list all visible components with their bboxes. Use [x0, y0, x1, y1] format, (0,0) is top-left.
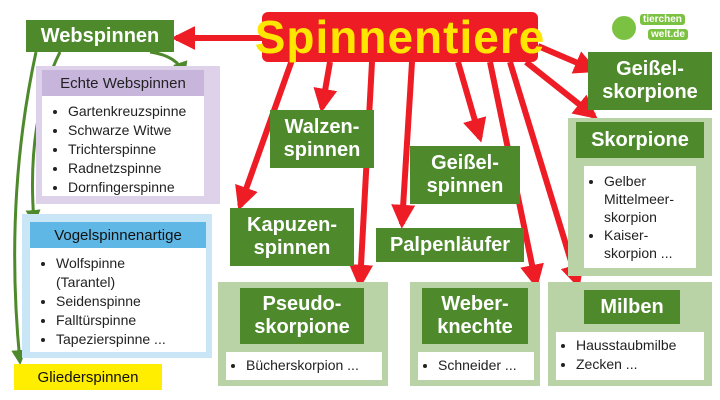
node-palpenlaeufer-label: Palpenläufer — [389, 233, 511, 256]
list-item: Gartenkreuzspinne — [68, 102, 198, 121]
node-walzenspinnen: Walzen- spinnen — [270, 110, 374, 168]
node-geisselskorpione-label: Geißel- skorpione — [602, 58, 698, 103]
list-item: Tapezierspinne ... — [56, 330, 200, 349]
list-box-skorpione: Gelber Mittelmeer- skorpionKaiser- skorp… — [584, 166, 696, 268]
title-banner: Spinnentiere — [255, 11, 545, 63]
node-palpenlaeufer: Palpenläufer — [376, 228, 524, 262]
arrow-to-palpenlaeufer — [391, 61, 416, 229]
node-geisselskorpione: Geißel- skorpione — [588, 52, 712, 110]
list-box-vogelspinnenartige: Wolfspinne (Tarantel)SeidenspinneFalltür… — [30, 248, 206, 352]
list-echte-webspinnen: GartenkreuzspinneSchwarze WitweTrichters… — [42, 96, 204, 201]
arrow-to-geisselspinnen — [455, 61, 487, 143]
list-item: Bücherskorpion ... — [246, 356, 376, 375]
node-geisselspinnen: Geißel- spinnen — [410, 146, 520, 204]
header-echte-webspinnen-label: Echte Webspinnen — [60, 74, 186, 92]
node-pseudoskorpione-label: Pseudo- skorpione — [254, 293, 350, 338]
node-gliederspinnen: Gliederspinnen — [14, 364, 162, 390]
list-item: Trichterspinne — [68, 140, 198, 159]
list-item: Gelber Mittelmeer- skorpion — [604, 172, 690, 226]
logo-text-2: welt.de — [648, 29, 688, 40]
list-vogelspinnenartige: Wolfspinne (Tarantel)SeidenspinneFalltür… — [30, 248, 206, 353]
logo: tierchen welt.de — [612, 14, 712, 44]
list-item: Schwarze Witwe — [68, 121, 198, 140]
node-skorpione: Skorpione — [576, 122, 704, 158]
node-skorpione-label: Skorpione — [591, 128, 689, 151]
list-item: Hausstaubmilbe — [576, 336, 698, 355]
list-box-weberknechte: Schneider ... — [418, 352, 534, 380]
arrow-to-gliederspinnen — [11, 51, 38, 365]
node-kapuzenspinnen: Kapuzen- spinnen — [230, 208, 354, 266]
list-milben: HausstaubmilbeZecken ... — [556, 332, 704, 378]
list-weberknechte: Schneider ... — [418, 352, 534, 379]
node-weberknechte: Weber- knechte — [422, 288, 528, 344]
node-pseudoskorpione: Pseudo- skorpione — [240, 288, 364, 344]
arrow-to-skorpione — [524, 59, 598, 119]
arrow-to-kapuzenspinnen — [235, 58, 295, 211]
arrow-to-milben — [507, 61, 584, 289]
arrow-to-walzenspinnen — [313, 61, 338, 113]
list-item: Kaiser- skorpion ... — [604, 226, 690, 262]
list-item: Wolfspinne (Tarantel) — [56, 254, 200, 292]
logo-icon — [612, 16, 636, 40]
list-item: Schneider ... — [438, 356, 528, 375]
list-pseudoskorpione: Bücherskorpion ... — [226, 352, 382, 379]
list-skorpione: Gelber Mittelmeer- skorpionKaiser- skorp… — [584, 166, 696, 266]
node-webspinnen-label: Webspinnen — [40, 24, 160, 47]
list-item: Radnetzspinne — [68, 159, 198, 178]
node-walzenspinnen-label: Walzen- spinnen — [283, 116, 361, 161]
list-item: Falltürspinne — [56, 311, 200, 330]
header-vogelspinnenartige-label: Vogelspinnenartige — [54, 226, 182, 244]
title-text: Spinnentiere — [254, 11, 546, 63]
node-milben-label: Milben — [600, 295, 664, 318]
node-geisselspinnen-label: Geißel- spinnen — [426, 152, 504, 197]
node-weberknechte-label: Weber- knechte — [437, 293, 513, 338]
list-item: Dornfingerspinne — [68, 178, 198, 197]
header-echte-webspinnen: Echte Webspinnen — [42, 70, 204, 96]
list-box-pseudoskorpione: Bücherskorpion ... — [226, 352, 382, 380]
node-kapuzenspinnen-label: Kapuzen- spinnen — [247, 214, 337, 259]
list-item: Seidenspinne — [56, 292, 200, 311]
node-gliederspinnen-label: Gliederspinnen — [37, 368, 139, 386]
list-box-milben: HausstaubmilbeZecken ... — [556, 332, 704, 380]
arrow-to-geisselskorpione — [536, 43, 599, 74]
arrow-to-pseudoskorpione — [349, 61, 375, 289]
logo-text-1: tierchen — [640, 14, 685, 25]
list-item: Zecken ... — [576, 355, 698, 374]
node-webspinnen: Webspinnen — [26, 20, 174, 52]
list-box-echte-webspinnen: GartenkreuzspinneSchwarze WitweTrichters… — [42, 96, 204, 196]
header-vogelspinnenartige: Vogelspinnenartige — [30, 222, 206, 248]
node-milben: Milben — [584, 290, 680, 324]
